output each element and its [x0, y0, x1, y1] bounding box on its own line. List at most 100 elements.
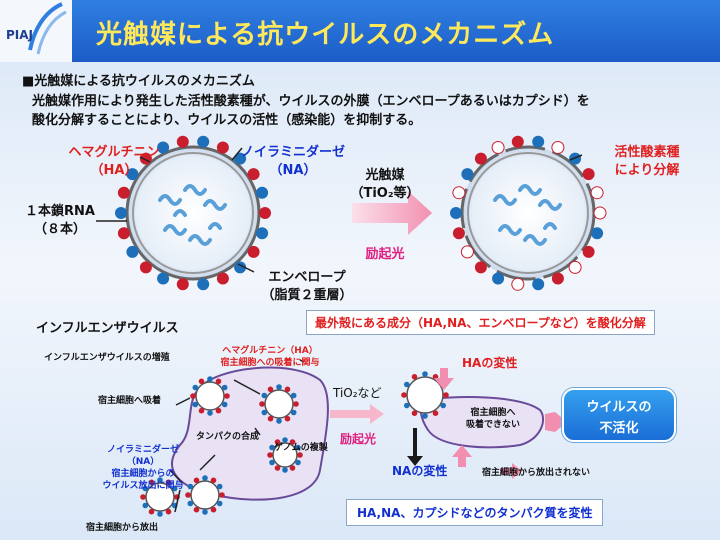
na-spike-icon	[157, 272, 170, 285]
na-blue-sub: （NA）	[126, 457, 160, 467]
na-blue-desc1: 宿主細胞からの	[111, 469, 175, 479]
spike-icon	[221, 384, 228, 391]
na-spike-icon	[256, 227, 269, 240]
na-change-arrow-icon	[452, 445, 472, 467]
spike-icon	[293, 401, 299, 407]
na-label-sub: （NA）	[269, 163, 317, 178]
spike-icon	[411, 374, 418, 380]
na-spike-icon	[197, 135, 210, 148]
spike-icon	[210, 506, 217, 513]
na-spike-icon	[532, 135, 545, 148]
cannot-adsorb-label: 宿主細胞へ	[470, 408, 516, 418]
spike-icon	[289, 465, 296, 471]
ha-spike-icon	[582, 168, 595, 181]
spike-icon	[193, 506, 200, 513]
inactivation-box: ウイルスの 不活化	[562, 388, 676, 442]
spike-icon	[187, 483, 194, 490]
spike-icon	[295, 459, 301, 466]
not-released-label: 宿主細胞から放出されない	[482, 468, 591, 478]
spike-icon	[267, 452, 273, 458]
spike-icon	[289, 439, 296, 445]
spike-icon	[432, 410, 439, 417]
catalyst-label: 光触媒	[365, 168, 405, 183]
ha-spike-icon	[452, 186, 466, 200]
bottom-summary-box: HA,NA、カプシドなどのタンパク質を変性	[346, 499, 604, 526]
na-spike-icon	[568, 260, 582, 274]
ha-spike-icon	[247, 245, 260, 258]
small-virus-icon	[259, 384, 299, 424]
rna-label-sub: （８本）	[33, 222, 86, 237]
spike-icon	[401, 392, 407, 398]
ha-spike-icon	[474, 261, 487, 274]
influenza-title: インフルエンザウイルス	[36, 321, 179, 336]
down-arrow-icon	[407, 428, 423, 466]
inactivation-line-2: 不活化	[599, 421, 639, 436]
spike-icon	[282, 437, 288, 443]
spike-icon	[192, 384, 199, 391]
ha-label: ヘマグルチニン	[68, 145, 160, 160]
ha-label-sub: （HA）	[90, 163, 138, 178]
spike-icon	[148, 479, 155, 486]
cannot-adsorb-sub: 吸着できない	[465, 420, 520, 430]
spike-icon	[276, 384, 282, 390]
spike-icon	[165, 479, 172, 486]
spike-icon	[267, 386, 274, 393]
spike-icon	[207, 410, 213, 416]
spike-icon	[148, 508, 155, 515]
spike-icon	[422, 371, 428, 377]
na-spike-icon	[461, 168, 474, 181]
genome-rep-label: ゲノムの複製	[274, 443, 328, 453]
not-released-arrow-icon	[500, 463, 522, 479]
spike-icon	[190, 393, 196, 399]
spike-icon	[284, 386, 291, 393]
na-spike-icon	[492, 272, 505, 285]
spike-icon	[192, 401, 199, 408]
ros-label: 活性酸素種	[614, 145, 680, 160]
spike-icon	[185, 492, 191, 498]
ha-spike-icon	[139, 261, 152, 274]
ha-spike-icon	[259, 207, 271, 219]
spike-icon	[165, 508, 172, 515]
small-virus-icon	[267, 437, 303, 473]
na-spike-icon	[256, 186, 269, 199]
na-spike-icon	[460, 245, 474, 259]
page-title: 光触媒による抗ウイルスのメカニズム	[96, 20, 555, 50]
na-spike-icon	[197, 278, 210, 291]
na-spike-icon	[590, 186, 604, 200]
rna-label: １本鎖RNA	[25, 204, 95, 219]
to-inactivation-arrow-icon	[545, 412, 567, 432]
ha-spike-icon	[582, 245, 595, 258]
spike-icon	[216, 500, 223, 507]
ha-spike-icon	[551, 141, 565, 154]
logo-text: PIAJ	[6, 28, 34, 42]
spike-icon	[269, 459, 275, 466]
na-spike-icon	[591, 227, 604, 240]
spike-icon	[219, 492, 225, 498]
na-spike-icon	[234, 152, 247, 165]
spike-icon	[411, 410, 418, 417]
na-spike-icon	[491, 141, 505, 154]
spike-icon	[216, 483, 223, 490]
excitation-label-2: 励起光	[340, 432, 377, 446]
na-blue-label: ノイラミニダーゼ	[106, 445, 179, 455]
spike-icon	[274, 465, 281, 471]
spike-icon	[440, 402, 447, 409]
spike-icon	[282, 467, 288, 473]
catalyst-label-sub: （TiO₂等）	[350, 186, 420, 201]
spike-icon	[221, 401, 228, 408]
spike-icon	[284, 415, 291, 422]
envelope-label: エンベロープ	[268, 270, 346, 285]
na-label: ノイラミニダーゼ	[240, 145, 345, 160]
small-virus-icon	[140, 477, 180, 517]
ha-red-sub: 宿主細胞への吸着に関与	[220, 358, 320, 368]
spike-icon	[142, 485, 149, 492]
ros-label-sub: により分解	[614, 163, 680, 178]
na-spike-icon	[234, 261, 247, 274]
spike-icon	[422, 413, 428, 419]
host-cell-right-icon	[419, 396, 545, 449]
na-change-label: NAの変性	[392, 464, 448, 478]
spike-icon	[267, 415, 274, 422]
ha-change-label: HAの変性	[462, 356, 518, 370]
spike-icon	[187, 500, 194, 507]
